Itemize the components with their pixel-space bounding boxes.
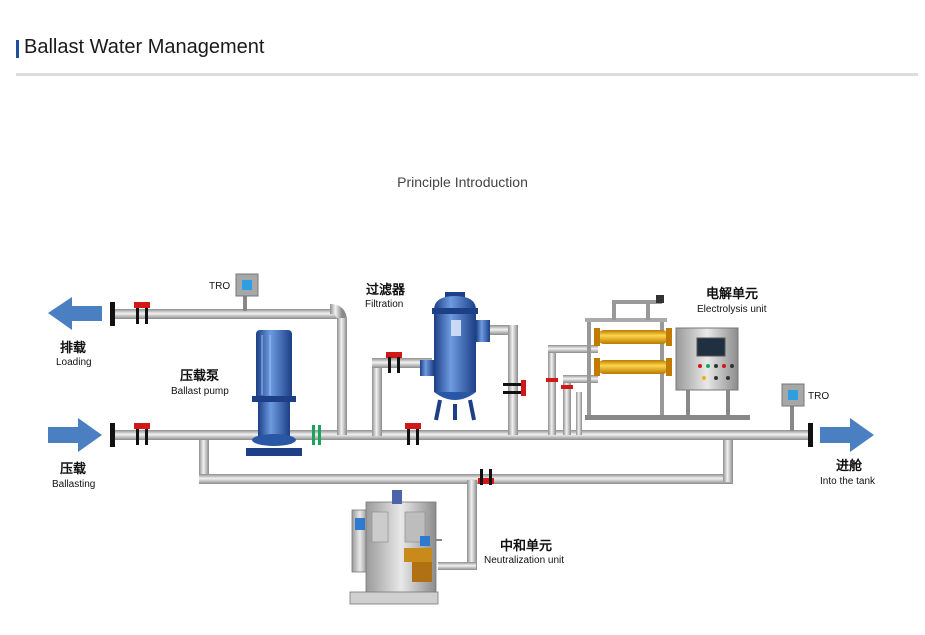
into-tank-label-cn: 进舱 [836, 458, 863, 474]
valve-loading [134, 302, 150, 324]
tro-label-right: TRO [808, 391, 829, 402]
pipe-network [112, 293, 812, 570]
discharge-arrow [48, 297, 102, 330]
header-divider [16, 73, 918, 76]
tro-sensor-right [781, 383, 805, 407]
valve-filter-outlet [503, 380, 526, 396]
section-subtitle: Principle Introduction [397, 174, 528, 190]
filter-label-en: Filtration [365, 299, 403, 310]
filter-label-cn: 过滤器 [366, 282, 406, 298]
pump-label-cn: 压载泵 [180, 368, 219, 384]
ballasting-label-cn: 压载 [60, 461, 86, 477]
neutralization-label-en: Neutralization unit [484, 555, 564, 566]
electrolysis-unit [585, 295, 750, 420]
ballasting-arrow [48, 418, 102, 452]
bypass-pipe [199, 474, 733, 484]
page-header: Ballast Water Management [16, 36, 918, 76]
electrolysis-tube-lower [598, 360, 668, 374]
pump-label-en: Ballast pump [171, 386, 229, 397]
electrolysis-label-cn: 电解单元 [706, 286, 758, 302]
discharge-label-cn: 排载 [60, 340, 86, 356]
header-accent-bar [16, 40, 19, 58]
main-pipe [112, 430, 812, 440]
discharge-label-en: Loading [56, 357, 92, 368]
page-title: Ballast Water Management [24, 36, 265, 58]
into-tank-arrow [820, 418, 874, 452]
tro-label-left: TRO [209, 281, 230, 292]
electrolysis-tube-upper [598, 330, 668, 344]
into-tank-label-en: Into the tank [820, 476, 876, 487]
neutralization-label-cn: 中和单元 [500, 538, 552, 554]
tro-sensor-left [235, 273, 259, 297]
loading-pipe [112, 309, 342, 319]
valve-ballasting [134, 423, 150, 445]
ballast-pump [246, 330, 302, 456]
valve-filter-inlet [386, 352, 402, 373]
valve-main [405, 423, 421, 445]
flanges-valves [110, 302, 813, 485]
ballasting-label-en: Ballasting [52, 479, 95, 490]
electrolysis-control-panel [675, 327, 739, 391]
valve-bypass [478, 469, 494, 485]
filter-unit [420, 292, 490, 421]
neutralization-unit [349, 490, 442, 605]
electrolysis-label-en: Electrolysis unit [697, 304, 767, 315]
